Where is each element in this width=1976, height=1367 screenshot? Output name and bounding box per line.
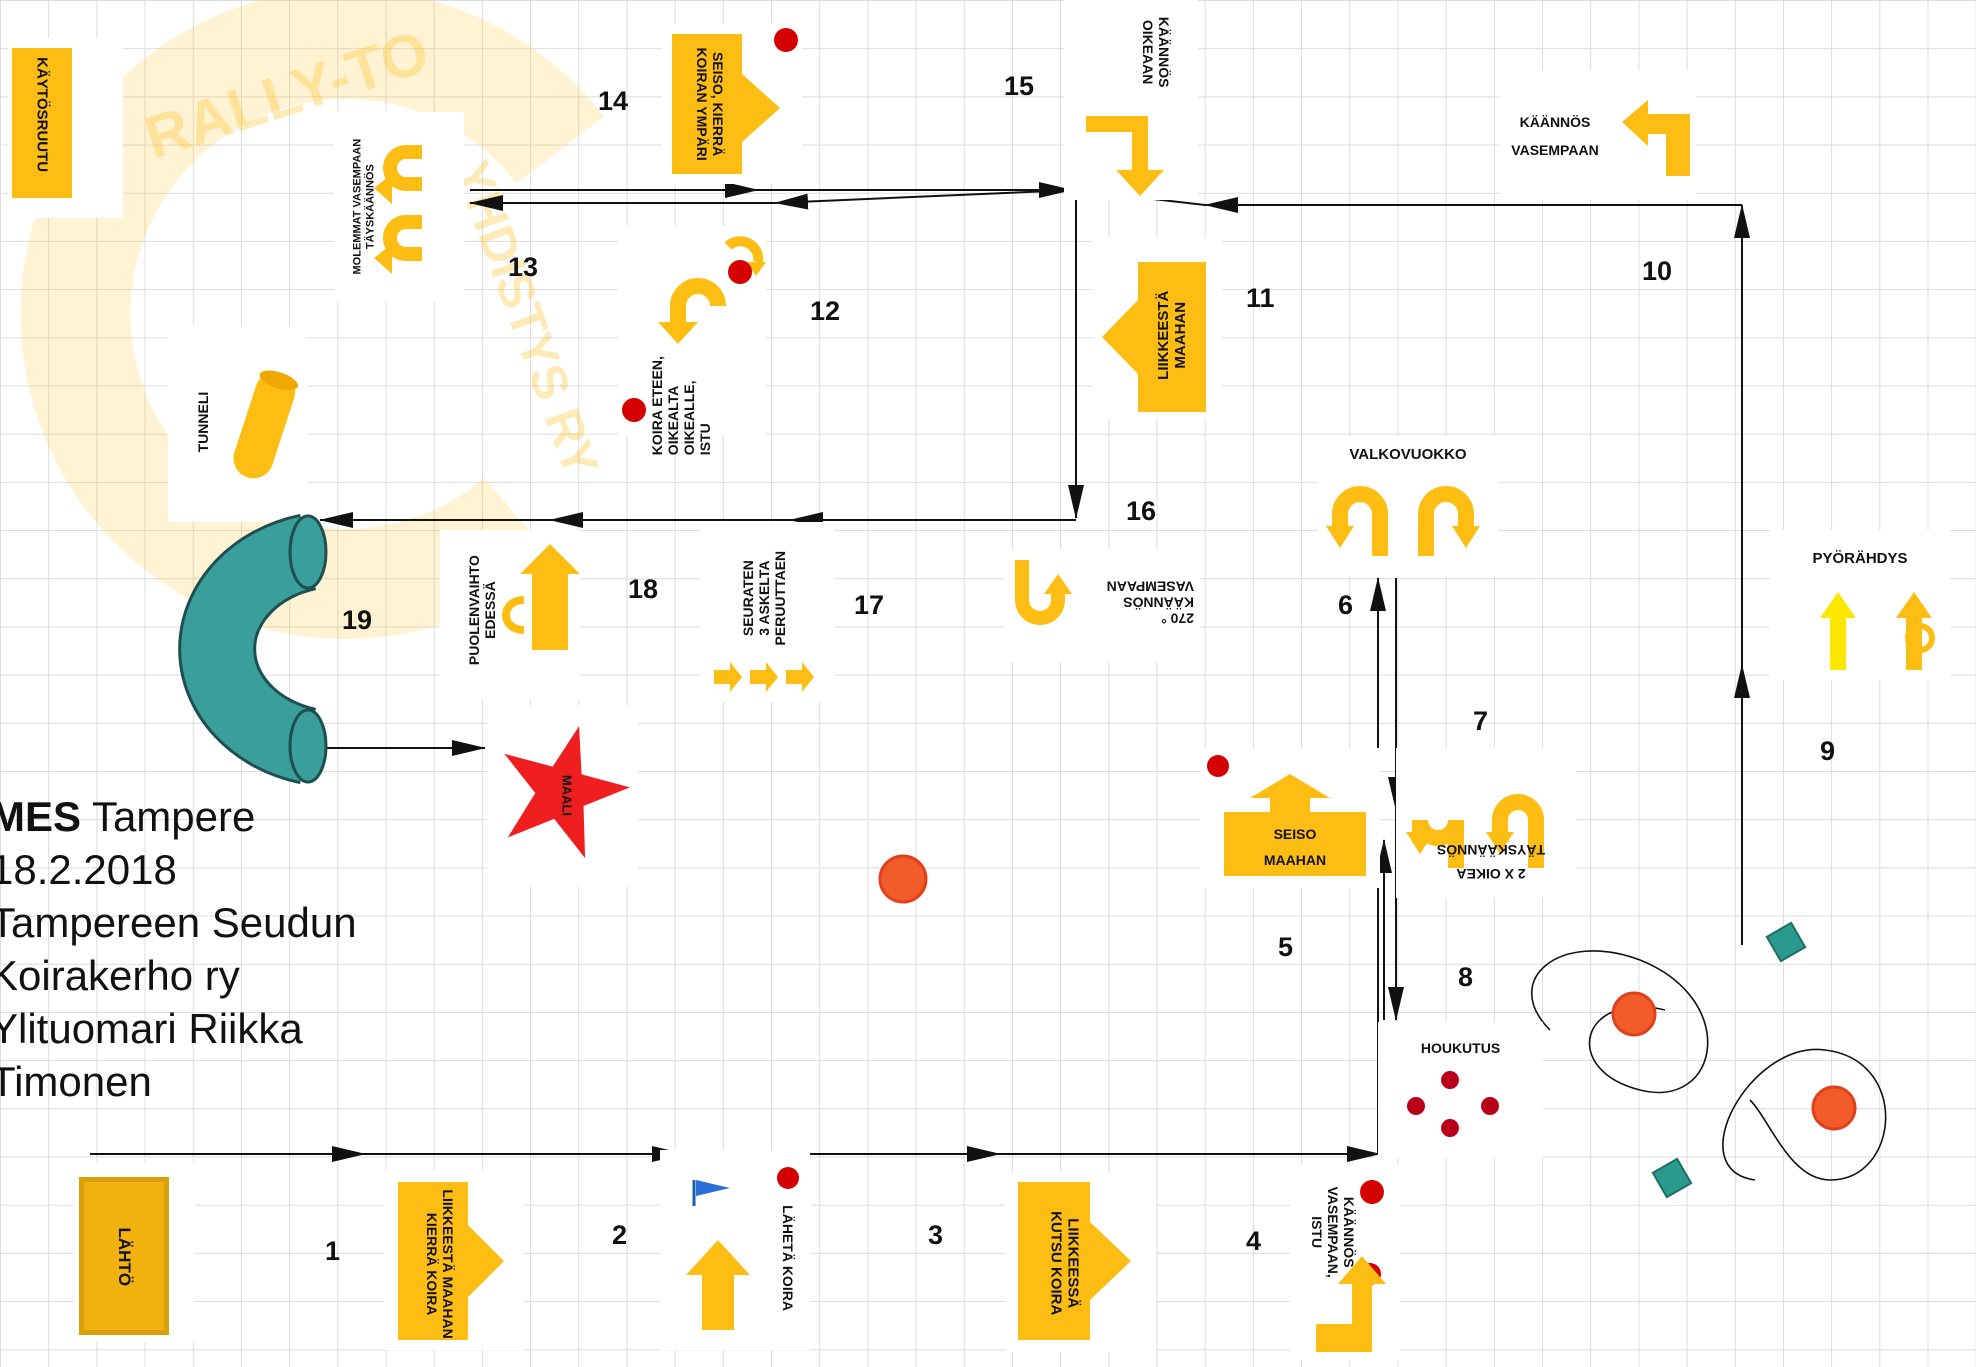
event-info-date: 18.2.2018 xyxy=(0,843,357,896)
marker-square-icon xyxy=(1653,1159,1691,1197)
event-info-organizer-1: Tampereen Seudun xyxy=(0,896,357,949)
event-info-bold: MES xyxy=(0,793,81,840)
cone-icon xyxy=(1613,993,1655,1035)
event-info-judge-2: Timonen xyxy=(0,1055,357,1108)
cone-icon xyxy=(1813,1087,1855,1129)
marker-square-icon xyxy=(1767,923,1805,961)
event-info-judge-1: Ylituomari Riikka xyxy=(0,1002,357,1055)
cone-icon xyxy=(880,856,926,902)
event-info: MES Tampere 18.2.2018 Tampereen Seudun K… xyxy=(0,790,357,1108)
event-info-city: Tampere xyxy=(92,793,255,840)
event-info-organizer-2: Koirakerho ry xyxy=(0,949,357,1002)
